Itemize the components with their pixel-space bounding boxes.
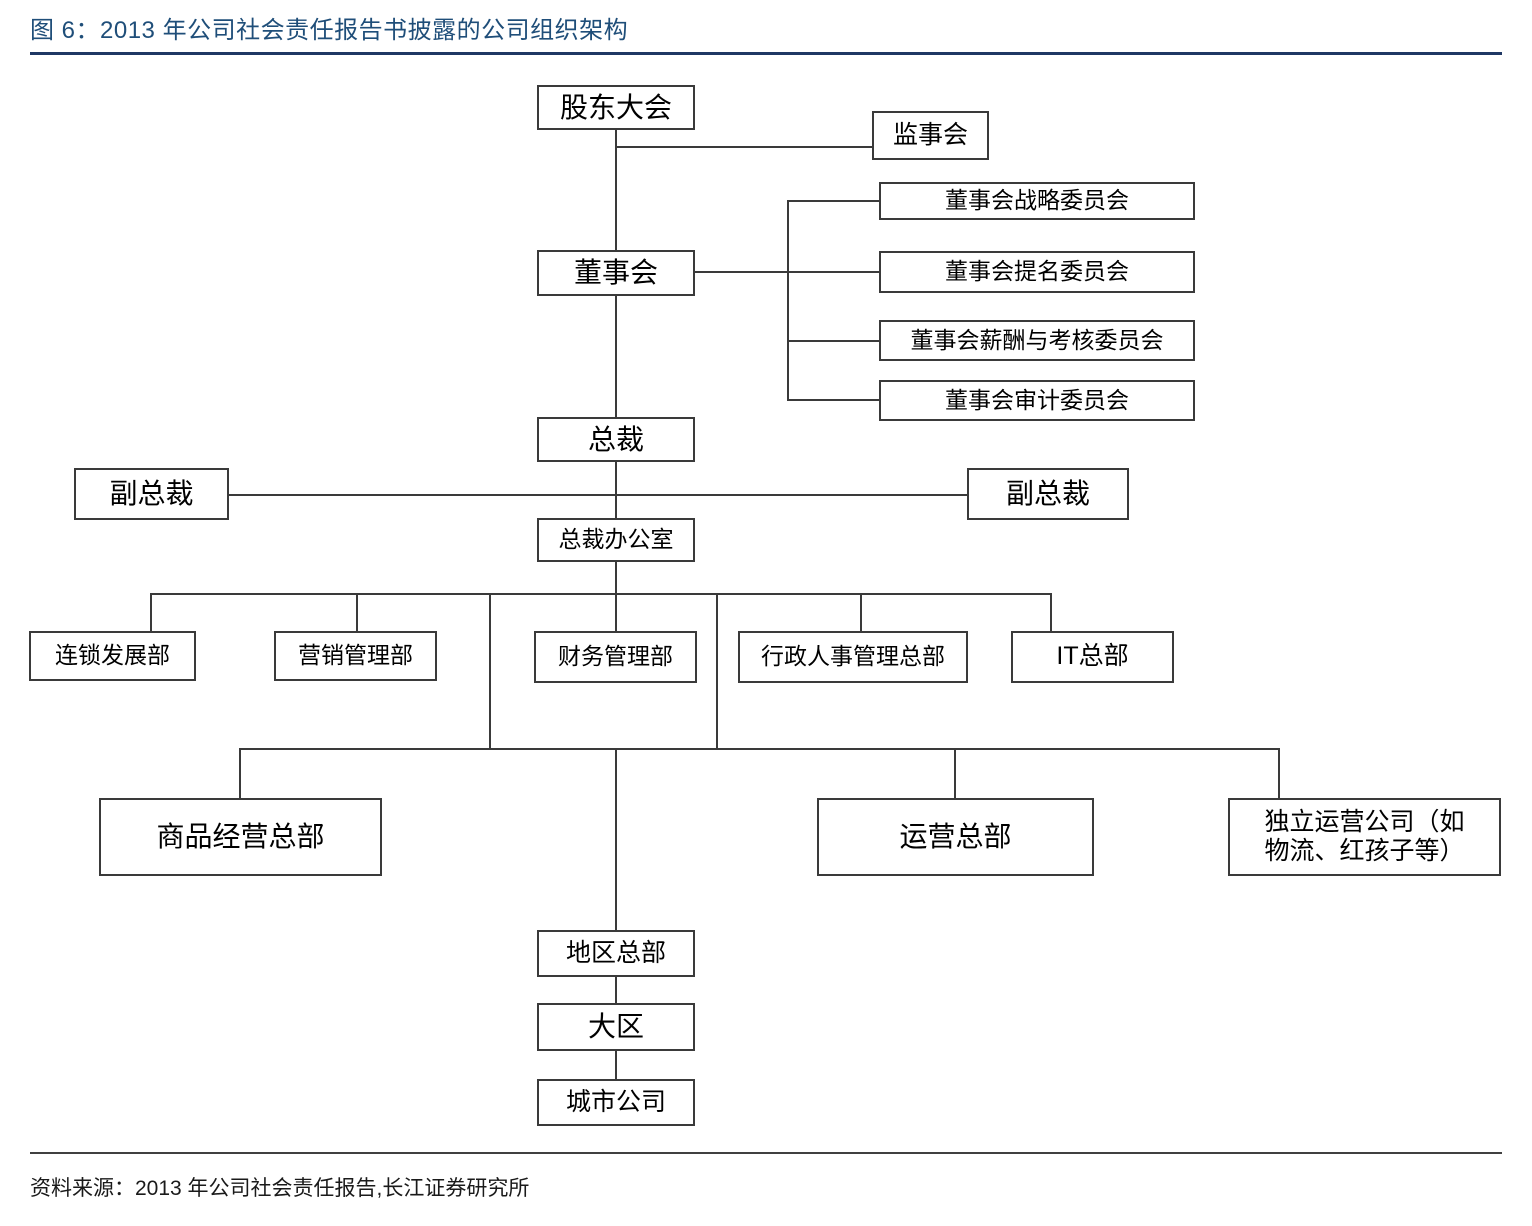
- connector-drop-chain-dev: [150, 593, 152, 631]
- node-president-office-label: 总裁办公室: [558, 526, 674, 553]
- node-it-headquarters-label: IT总部: [1056, 642, 1129, 671]
- connector-branch-nomination-cmte: [787, 271, 880, 273]
- connector-committee-spine: [787, 200, 789, 400]
- connector-office-to-dept-bus: [615, 562, 617, 594]
- node-audit-committee[interactable]: 董事会审计委员会: [879, 380, 1195, 421]
- connector-board-to-president: [615, 295, 617, 418]
- connector-throughline-left: [489, 593, 491, 749]
- node-vice-president-right[interactable]: 副总裁: [967, 468, 1129, 520]
- connector-throughline-right: [716, 593, 718, 749]
- node-operations-headquarters-label: 运营总部: [899, 821, 1012, 853]
- connector-drop-admin-hr: [860, 593, 862, 631]
- connector-drop-merchandise-hq: [239, 748, 241, 798]
- connector-drop-marketing-mgmt: [356, 593, 358, 631]
- connector-lower-bus: [239, 748, 1279, 750]
- node-operations-headquarters[interactable]: 运营总部: [817, 798, 1094, 876]
- figure-source: 资料来源：2013 年公司社会责任报告,长江证券研究所: [30, 1177, 530, 1200]
- node-strategy-committee[interactable]: 董事会战略委员会: [879, 182, 1195, 220]
- connector-drop-operations-hq: [954, 748, 956, 798]
- title-divider-rule: [30, 52, 1502, 55]
- node-regional-headquarters-label: 地区总部: [565, 938, 666, 967]
- node-board[interactable]: 董事会: [537, 250, 695, 296]
- node-board-label: 董事会: [573, 257, 658, 289]
- connector-lower-bus-to-regional: [615, 748, 617, 930]
- connector-branch-audit-cmte: [787, 399, 880, 401]
- connector-bigregion-to-city: [615, 1051, 617, 1079]
- connector-drop-independent-cos: [1278, 748, 1280, 798]
- node-vice-president-left[interactable]: 副总裁: [74, 468, 229, 520]
- node-it-headquarters[interactable]: IT总部: [1011, 631, 1174, 683]
- node-nomination-committee[interactable]: 董事会提名委员会: [879, 251, 1195, 293]
- node-finance-management-dept[interactable]: 财务管理部: [534, 631, 697, 683]
- node-admin-hr-headquarters[interactable]: 行政人事管理总部: [738, 631, 968, 683]
- node-marketing-management-dept[interactable]: 营销管理部: [274, 631, 437, 681]
- connector-shareholders-to-supervisors: [615, 146, 873, 148]
- node-shareholders-label: 股东大会: [559, 91, 672, 123]
- node-chain-development-dept-label: 连锁发展部: [55, 642, 170, 669]
- node-nomination-committee-label: 董事会提名委员会: [945, 258, 1129, 285]
- connector-board-to-committee-spine: [695, 271, 788, 273]
- node-independent-operating-companies-line2: 物流、红孩子等）: [1264, 837, 1465, 865]
- connector-branch-strategy-cmte: [787, 200, 880, 202]
- node-audit-committee-label: 董事会审计委员会: [945, 386, 1129, 413]
- node-vice-president-right-label: 副总裁: [1005, 478, 1090, 510]
- connector-drop-finance-mgmt: [615, 593, 617, 631]
- node-merchandise-headquarters-label: 商品经营总部: [156, 821, 325, 853]
- node-merchandise-headquarters[interactable]: 商品经营总部: [99, 798, 382, 876]
- node-president-label: 总裁: [587, 423, 644, 455]
- node-supervisors[interactable]: 监事会: [872, 111, 989, 160]
- node-city-company[interactable]: 城市公司: [537, 1079, 695, 1126]
- node-admin-hr-headquarters-label: 行政人事管理总部: [761, 643, 945, 670]
- node-marketing-management-dept-label: 营销管理部: [298, 642, 413, 669]
- connector-department-bus: [150, 593, 1051, 595]
- connector-drop-it-hq: [1050, 593, 1052, 631]
- node-big-region[interactable]: 大区: [537, 1003, 695, 1051]
- node-city-company-label: 城市公司: [565, 1087, 666, 1116]
- node-shareholders[interactable]: 股东大会: [537, 85, 695, 130]
- node-regional-headquarters[interactable]: 地区总部: [537, 930, 695, 977]
- node-finance-management-dept-label: 财务管理部: [558, 643, 673, 670]
- source-divider-rule: [30, 1152, 1502, 1154]
- node-supervisors-label: 监事会: [892, 120, 968, 149]
- node-independent-operating-companies[interactable]: 独立运营公司（如 物流、红孩子等）: [1228, 798, 1501, 876]
- node-big-region-label: 大区: [587, 1011, 644, 1043]
- node-strategy-committee-label: 董事会战略委员会: [945, 187, 1129, 214]
- connector-president-to-office: [615, 462, 617, 518]
- connector-vp-right-bar: [615, 494, 967, 496]
- connector-vp-left-bar: [229, 494, 616, 496]
- node-independent-operating-companies-line1: 独立运营公司（如: [1264, 807, 1465, 836]
- node-president[interactable]: 总裁: [537, 417, 695, 462]
- node-vice-president-left-label: 副总裁: [109, 478, 194, 510]
- connector-branch-remuneration-cmte: [787, 340, 880, 342]
- node-chain-development-dept[interactable]: 连锁发展部: [29, 631, 196, 681]
- connector-regional-to-bigregion: [615, 977, 617, 1003]
- node-remuneration-committee[interactable]: 董事会薪酬与考核委员会: [879, 320, 1195, 361]
- figure-title: 图 6：2013 年公司社会责任报告书披露的公司组织架构: [30, 17, 629, 44]
- node-remuneration-committee-label: 董事会薪酬与考核委员会: [910, 326, 1164, 353]
- node-president-office[interactable]: 总裁办公室: [537, 518, 695, 562]
- connector-shareholders-stem: [615, 129, 617, 251]
